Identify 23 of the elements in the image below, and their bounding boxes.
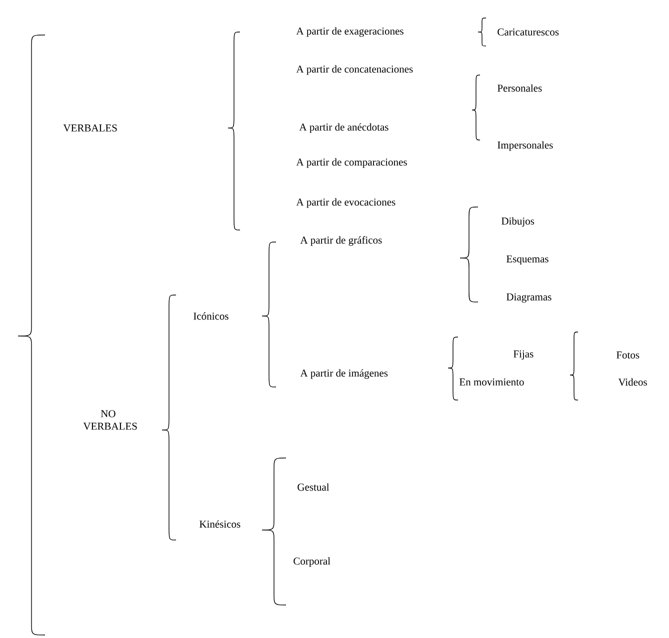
category-label: VERBALES [63, 124, 117, 132]
category-label: Diagramas [506, 293, 552, 303]
category-label: Fotos [616, 352, 640, 358]
category-label: NO VERBALES [83, 410, 137, 430]
category-label: A partir de concatenaciones [296, 65, 413, 75]
category-label: Videos [618, 378, 647, 386]
category-label: A partir de anécdotas [299, 123, 388, 133]
category-label: A partir de gráficos [300, 236, 382, 246]
category-label: Personales [498, 84, 542, 92]
category-label: Kinésicos [200, 520, 240, 528]
category-label: Esquemas [506, 255, 548, 265]
category-label: Dibujos [502, 217, 534, 227]
category-label: Caricaturescos [498, 28, 559, 36]
category-label: Corporal [294, 557, 330, 567]
category-label: Icónicos [194, 312, 228, 320]
category-label: En movimiento [460, 378, 524, 386]
category-label: Impersonales [498, 141, 553, 151]
category-label: Gestual [298, 483, 330, 491]
category-label: A partir de comparaciones [296, 158, 407, 168]
category-label: A partir de imágenes [300, 369, 388, 379]
category-label: A partir de evocaciones [296, 198, 396, 208]
category-label: A partir de exageraciones [296, 27, 404, 37]
category-label: Fijas [514, 350, 534, 360]
